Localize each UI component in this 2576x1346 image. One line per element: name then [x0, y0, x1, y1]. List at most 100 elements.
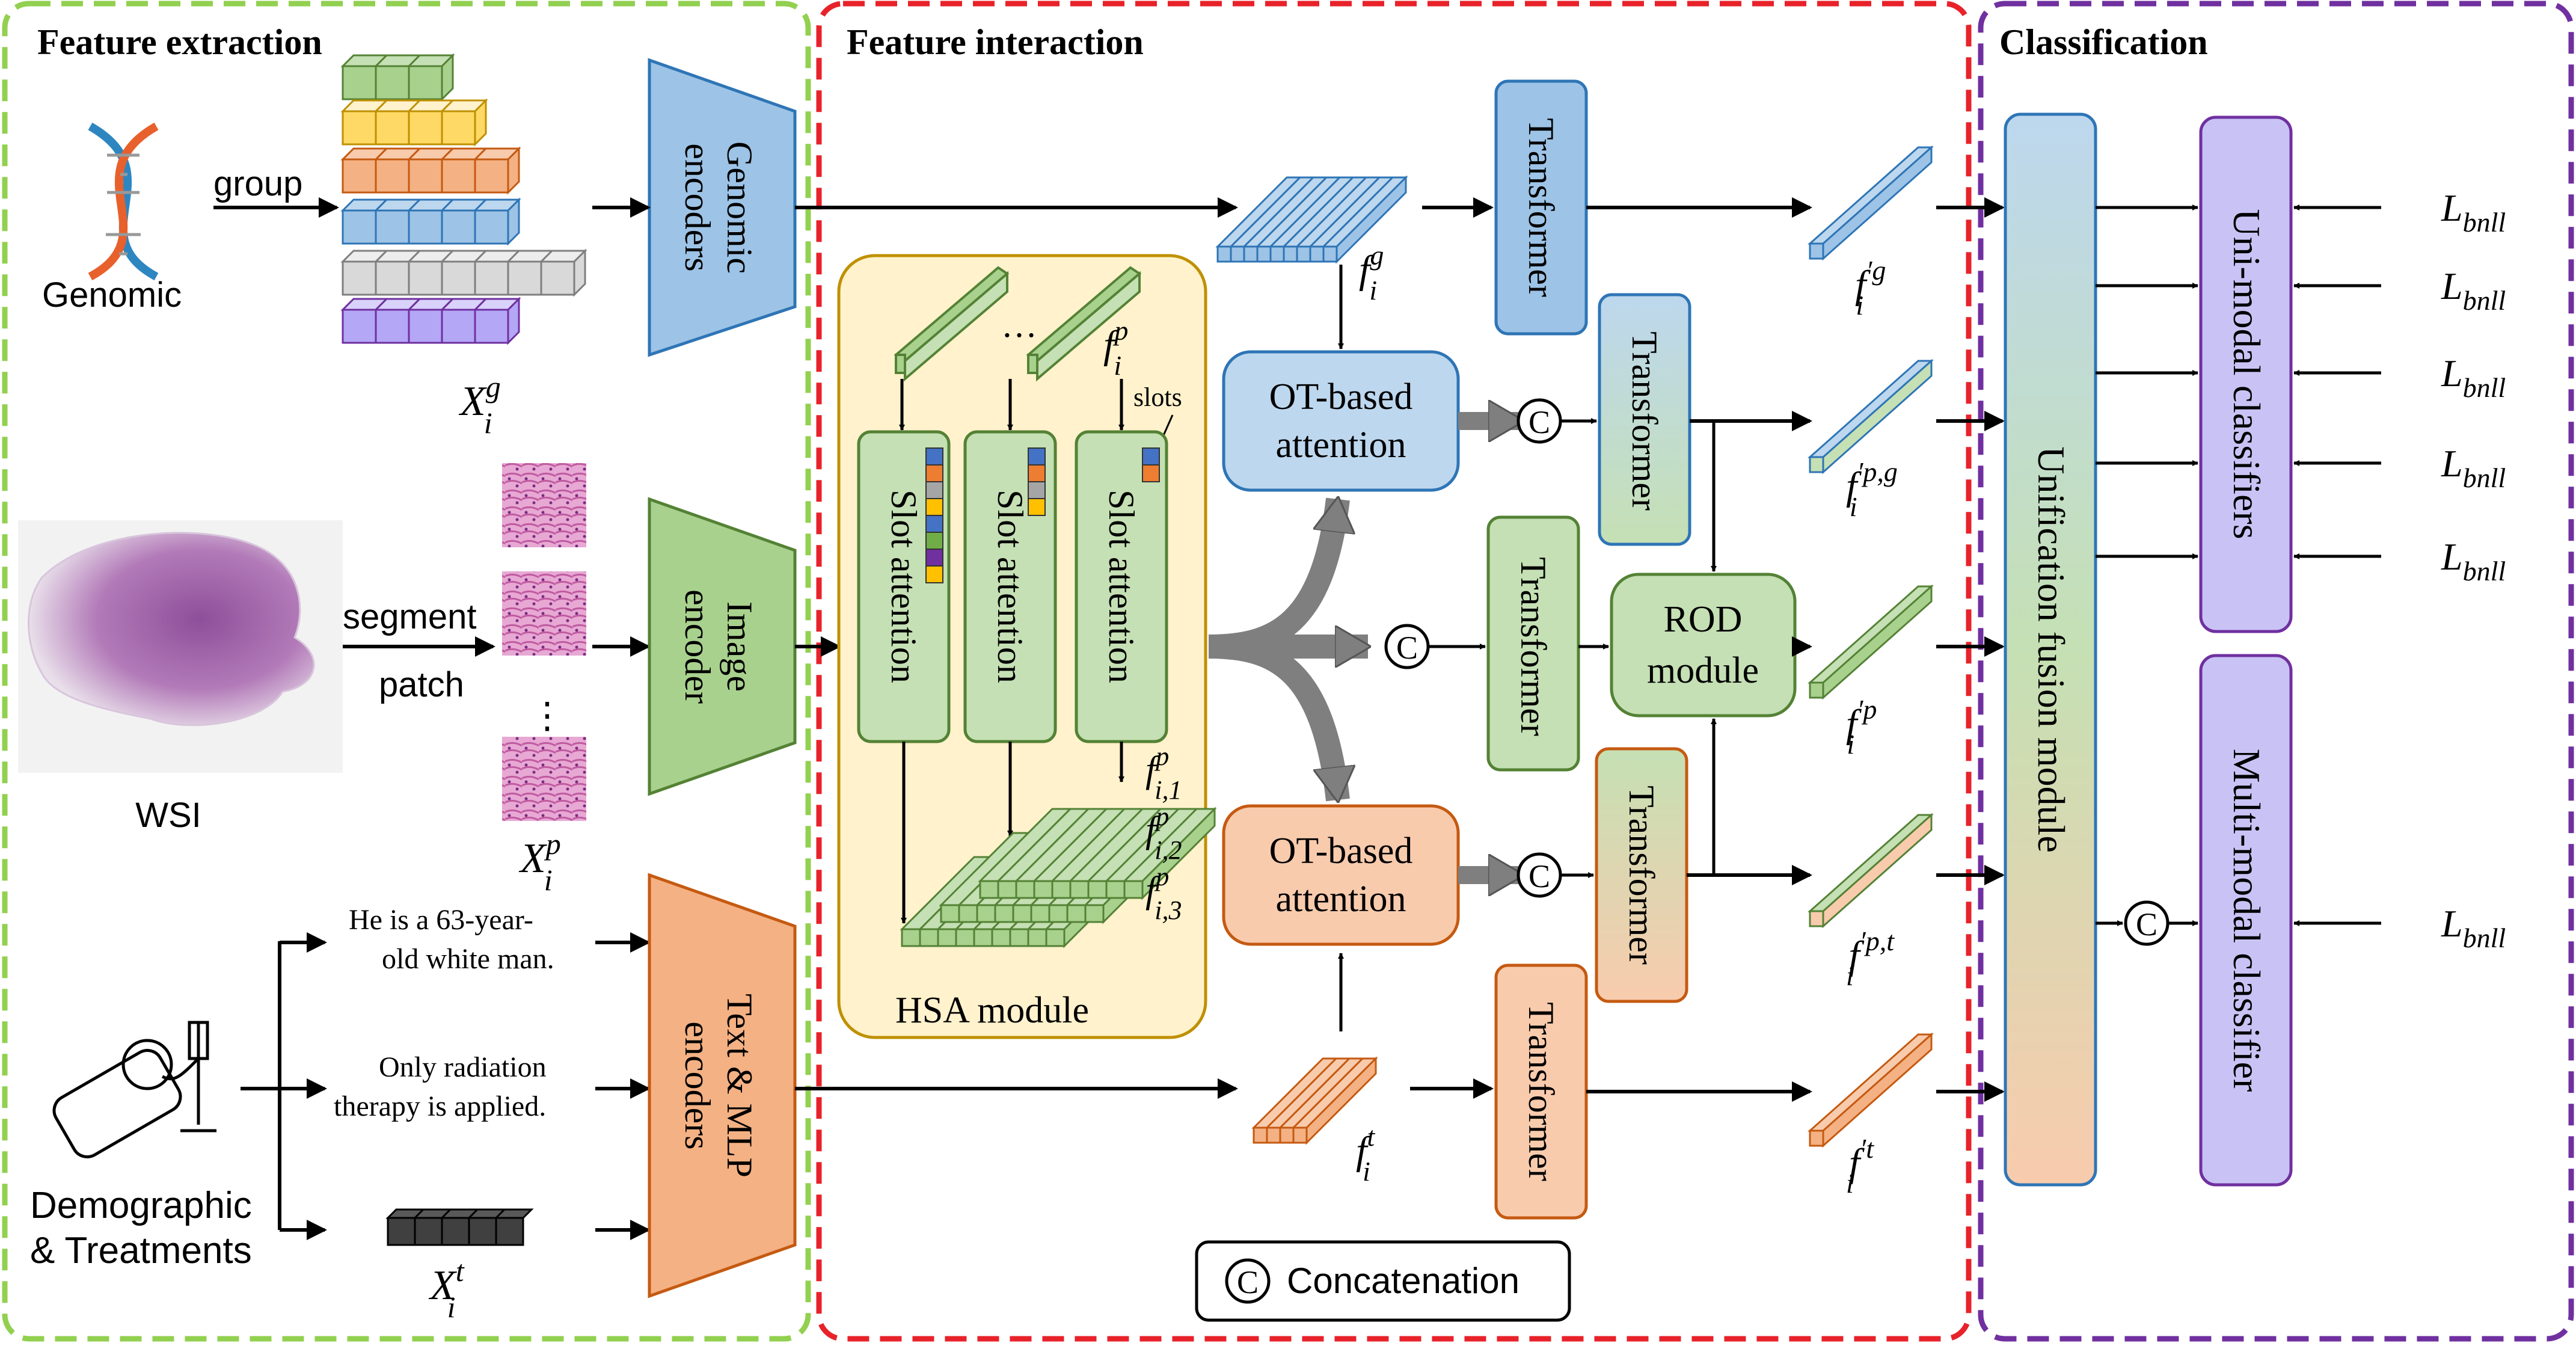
dna-icon [88, 122, 159, 281]
output-bar-front [1809, 1129, 1824, 1147]
patch-1 [502, 463, 586, 547]
tensor-cell [1292, 1126, 1308, 1144]
slot-square [925, 498, 943, 516]
genomic-cube [342, 209, 377, 245]
output-bar-top [1808, 360, 1934, 458]
fusion-label: Unification fusion module [2030, 446, 2073, 852]
concat-circle-mid: C [1384, 624, 1430, 669]
output-bar-side [1822, 358, 1933, 475]
image-encoder-line2: encoder [678, 589, 717, 704]
hsa-ellipsis: … [1001, 305, 1037, 345]
stack-cell [1045, 928, 1066, 947]
tab-cube [495, 1217, 524, 1246]
loss-label: Lbnll [2441, 265, 2506, 316]
tensor-cell [1216, 245, 1232, 263]
uni-modal-classifiers[interactable] [2199, 115, 2293, 633]
loss-label: Lbnll [2441, 442, 2506, 493]
genomic-cube [408, 209, 443, 245]
multi-modal-classifier[interactable] [2199, 654, 2293, 1187]
patient-icon [52, 1021, 216, 1158]
genomic-cube [408, 65, 443, 100]
wsi-label: WSI [135, 796, 201, 835]
slot-square [925, 447, 943, 466]
ot-attention-top[interactable] [1222, 350, 1460, 492]
stack-cell [919, 928, 939, 947]
output-bar-side [1822, 145, 1933, 261]
stack-cell [1087, 880, 1108, 899]
transformer-p[interactable] [1486, 515, 1580, 772]
concat-legend-icon-letter: C [1237, 1264, 1259, 1300]
output-bar-front [1809, 242, 1824, 260]
output-bar-front [1809, 910, 1824, 927]
loss-label: Lbnll [2441, 352, 2506, 403]
gray-arrow-to-ot-bottom [1208, 635, 1338, 800]
slot-square [1142, 464, 1160, 482]
genomic-encoder-line1: Genomic [720, 141, 759, 274]
genomic-cube [540, 260, 575, 296]
slot-square [925, 565, 943, 583]
feature-extraction-panel [2, 1, 811, 1342]
text-encoder-line1: Text & MLP [720, 994, 759, 1178]
image-encoder[interactable] [648, 497, 797, 796]
stack-cell [979, 880, 999, 899]
output-bar-side [1822, 813, 1933, 929]
tab-cube [441, 1217, 470, 1246]
genomic-cube [441, 309, 476, 344]
tensor-cell [1266, 1126, 1281, 1144]
genomic-cube [408, 158, 443, 194]
text-mlp-encoder[interactable] [648, 873, 797, 1298]
genomic-cube [408, 110, 443, 146]
output-bar-top [1808, 146, 1934, 245]
stack-cell [1033, 880, 1053, 899]
stack-cell [997, 880, 1017, 899]
slot-square [1028, 447, 1046, 466]
slot-square [925, 532, 943, 550]
loss-label: Lbnll [2441, 902, 2506, 953]
output-bar-front [1809, 456, 1824, 473]
rod-module[interactable] [1610, 573, 1797, 718]
slot-colors-3 [1142, 447, 1160, 482]
sentence-1-line2: old white man. [382, 943, 554, 975]
genomic-cube [408, 260, 443, 296]
tensor-side [1336, 175, 1407, 264]
genomic-label: Genomic [42, 275, 182, 315]
genomic-cube [342, 65, 377, 100]
loss-label: Lbnll [2441, 186, 2506, 238]
tabular-input-blocks [385, 1208, 534, 1246]
genomic-encoder[interactable] [648, 58, 797, 357]
svg-text:C: C [2136, 906, 2157, 942]
tab-cube [468, 1217, 497, 1246]
classification-panel [1978, 1, 2574, 1342]
genomic-cube [375, 309, 410, 344]
genomic-cube [375, 158, 410, 194]
genomic-cube [474, 158, 509, 194]
feature-extraction-title: Feature extraction [37, 22, 322, 62]
stack-cell [1027, 928, 1047, 947]
genomic-cube [474, 209, 509, 245]
stack-cell [1009, 928, 1029, 947]
stack-cell [1105, 880, 1126, 899]
loss-label: Lbnll [2441, 535, 2506, 586]
slot-square [925, 481, 943, 499]
stack-cell [1030, 904, 1050, 923]
stack-cell [937, 928, 957, 947]
svg-text:C: C [1529, 404, 1550, 440]
genomic-cube [441, 158, 476, 194]
text-encoder-line2: encoders [678, 1021, 717, 1149]
unification-fusion-module[interactable] [2004, 112, 2097, 1187]
slot-attention-3-label: Slot attention [1102, 490, 1141, 683]
group-label: group [213, 164, 302, 203]
patch-feature-bar-2 [1026, 266, 1142, 382]
ot-bottom-line1: OT-based [1269, 831, 1413, 871]
slot-attention-2-label: Slot attention [990, 490, 1030, 683]
gray-arrow-to-ot-top [1208, 499, 1338, 659]
fg-tensor [1215, 175, 1408, 264]
ot-attention-bottom[interactable] [1222, 804, 1460, 946]
stack-side [1141, 807, 1216, 900]
